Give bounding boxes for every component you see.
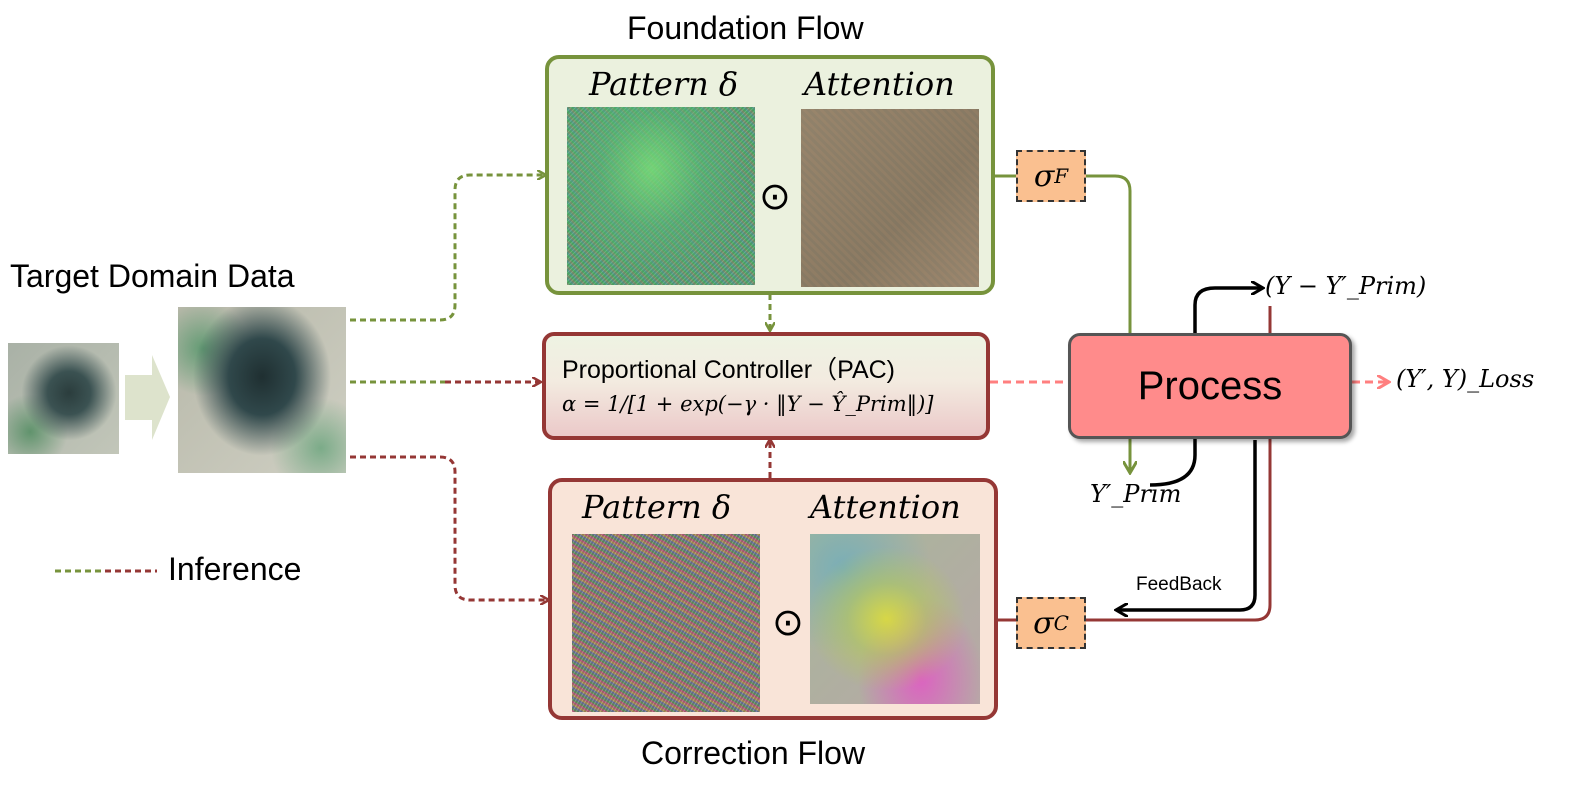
correction-pattern-label: Pattern δ	[582, 488, 732, 526]
correction-pattern-image	[572, 534, 760, 712]
feedback-arrow	[1117, 440, 1257, 610]
inference-arrow-foundation	[350, 175, 545, 322]
foundation-flow-box: Pattern δ Attention ⊙	[545, 55, 995, 295]
sigma-c-subscript: C	[1053, 611, 1069, 635]
correction-attention-label: Attention	[810, 488, 961, 526]
pac-title: Proportional Controller（PAC)	[562, 356, 895, 384]
pac-formula: α = 1/[1 + exp(−γ · ‖Y − Ŷ_Prim‖)]	[562, 392, 934, 416]
foundation-flow-title: Foundation Flow	[627, 10, 864, 46]
foundation-pattern-label: Pattern δ	[589, 65, 739, 103]
process-label: Process	[1137, 363, 1283, 408]
upscale-arrow-shape	[125, 355, 170, 440]
foundation-pattern-image	[567, 107, 755, 285]
sigma-c-symbol: σ	[1033, 605, 1054, 641]
feedback-label: FeedBack	[1136, 574, 1222, 595]
inference-arrow-correction	[350, 455, 548, 600]
loss-term-label: (Y′, Y)_Loss	[1396, 365, 1535, 393]
correction-odot-symbol: ⊙	[772, 600, 804, 644]
sigma-c-to-process-line	[1086, 438, 1272, 622]
sigma-f-symbol: σ	[1033, 158, 1055, 194]
correction-flow-title: Correction Flow	[641, 735, 866, 771]
sigma-f-subscript: F	[1054, 164, 1069, 188]
foundation-attention-image	[801, 109, 979, 287]
foundation-attention-label: Attention	[804, 65, 955, 103]
error-term-label: (Y − Y′_Prim)	[1265, 272, 1427, 300]
legend-inference-label: Inference	[168, 551, 302, 587]
target-image-large	[178, 307, 346, 473]
target-domain-title: Target Domain Data	[10, 258, 295, 294]
foundation-odot-symbol: ⊙	[759, 174, 791, 218]
process-box: Process	[1068, 333, 1352, 439]
pac-box: Proportional Controller（PAC) α = 1/[1 + …	[542, 332, 990, 440]
correction-flow-box: Pattern δ Attention ⊙	[548, 478, 998, 720]
sigma-f-to-process-line	[1086, 174, 1132, 333]
y-prim-label: Y′_Prim	[1090, 480, 1182, 508]
target-image-small	[8, 343, 119, 454]
correction-attention-image	[810, 534, 980, 704]
